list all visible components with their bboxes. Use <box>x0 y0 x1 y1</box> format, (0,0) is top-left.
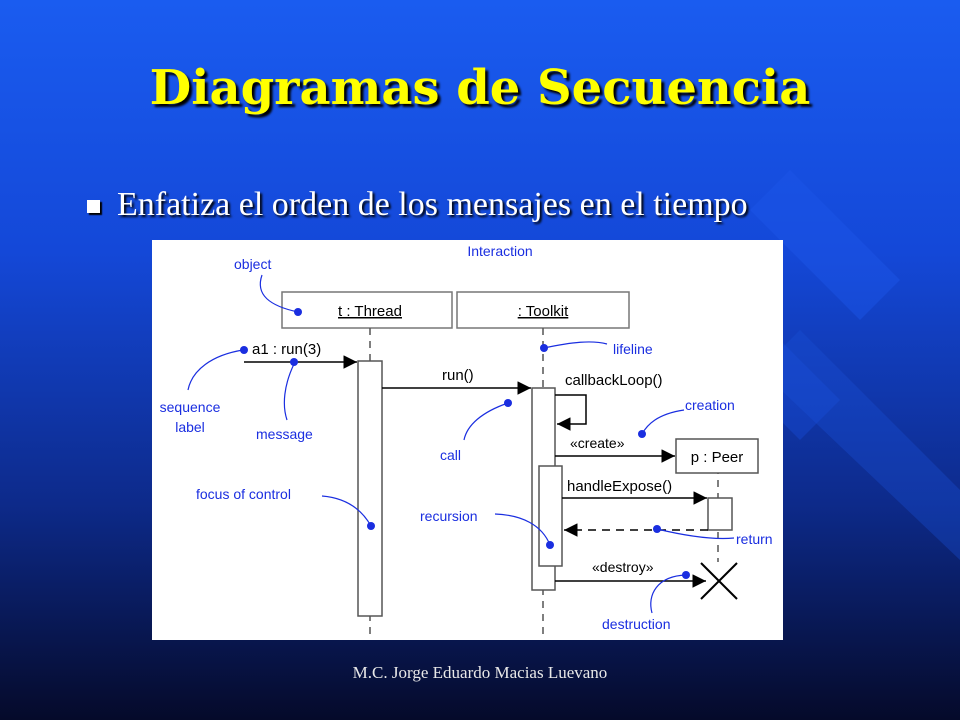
call-annotation: call <box>440 447 461 463</box>
peer-object-label: p : Peer <box>691 449 744 466</box>
creation-callout-dot <box>638 430 646 438</box>
recursion-activation <box>538 465 563 567</box>
focus-annotation: focus of control <box>196 486 291 502</box>
peer-object-box <box>675 438 759 474</box>
callback-loop-arrow <box>555 394 587 431</box>
call-callout-line <box>463 402 509 441</box>
create-message-label: «create» <box>570 435 625 451</box>
expose-message-label: handleExpose() <box>567 478 672 495</box>
return-annotation: return <box>736 531 773 547</box>
destroy-message-label: «destroy» <box>592 559 654 575</box>
sequence-label-callout-line <box>187 349 244 391</box>
callback-loop-label: callbackLoop() <box>565 372 663 389</box>
object-annotation: object <box>234 256 271 272</box>
bullet-text: Enfatiza el orden de los mensajes en el … <box>117 186 748 223</box>
focus-callout-dot <box>367 522 375 530</box>
call-callout-dot <box>504 399 512 407</box>
bullet-square-icon <box>87 200 100 213</box>
recursion-annotation: recursion <box>420 508 478 524</box>
lifeline-callout-line <box>543 341 608 349</box>
creation-annotation: creation <box>685 397 735 413</box>
bullet-item: Enfatiza el orden de los mensajes en el … <box>87 183 847 263</box>
message-callout-line <box>283 363 295 421</box>
toolkit-object-label: : Toolkit <box>518 303 569 320</box>
sequence-annotation-line2: label <box>175 419 205 435</box>
slide-title: Diagramas de Secuencia <box>149 60 811 116</box>
sequence-label-callout-dot <box>240 346 248 354</box>
peer-activation <box>707 497 733 531</box>
message-annotation: message <box>256 426 313 442</box>
return-callout-dot <box>653 525 661 533</box>
destruction-x-icon-stroke <box>700 562 738 600</box>
recursion-callout-dot <box>546 541 554 549</box>
recursion-callout-line <box>494 513 551 546</box>
thread-object-box <box>281 291 453 329</box>
destruction-callout-line <box>650 574 687 614</box>
sequence-annotation-line1: sequence <box>160 399 221 415</box>
lifeline-callout-dot <box>540 344 548 352</box>
thread-object-label: t : Thread <box>338 303 402 320</box>
message-callout-dot <box>290 358 298 366</box>
return-callout-line <box>656 528 735 540</box>
interaction-label: Interaction <box>467 243 532 259</box>
sequence-diagram: Interaction t : Thread : Toolkit p : Pee… <box>160 243 773 640</box>
creation-callout-line <box>641 409 685 435</box>
destruction-callout-dot <box>682 571 690 579</box>
object-callout-line <box>259 274 299 313</box>
sequence-diagram-figure: Interaction t : Thread : Toolkit p : Pee… <box>152 240 783 640</box>
focus-callout-line <box>321 495 372 527</box>
object-callout-dot <box>294 308 302 316</box>
footer-author: M.C. Jorge Eduardo Macias Luevano <box>352 663 608 682</box>
thread-activation <box>357 360 383 617</box>
destruction-annotation: destruction <box>602 616 670 632</box>
run-message-label: run() <box>442 367 474 384</box>
toolkit-object-box <box>456 291 630 329</box>
a1-message-label: a1 : run(3) <box>252 341 321 358</box>
lifeline-annotation: lifeline <box>613 341 653 357</box>
